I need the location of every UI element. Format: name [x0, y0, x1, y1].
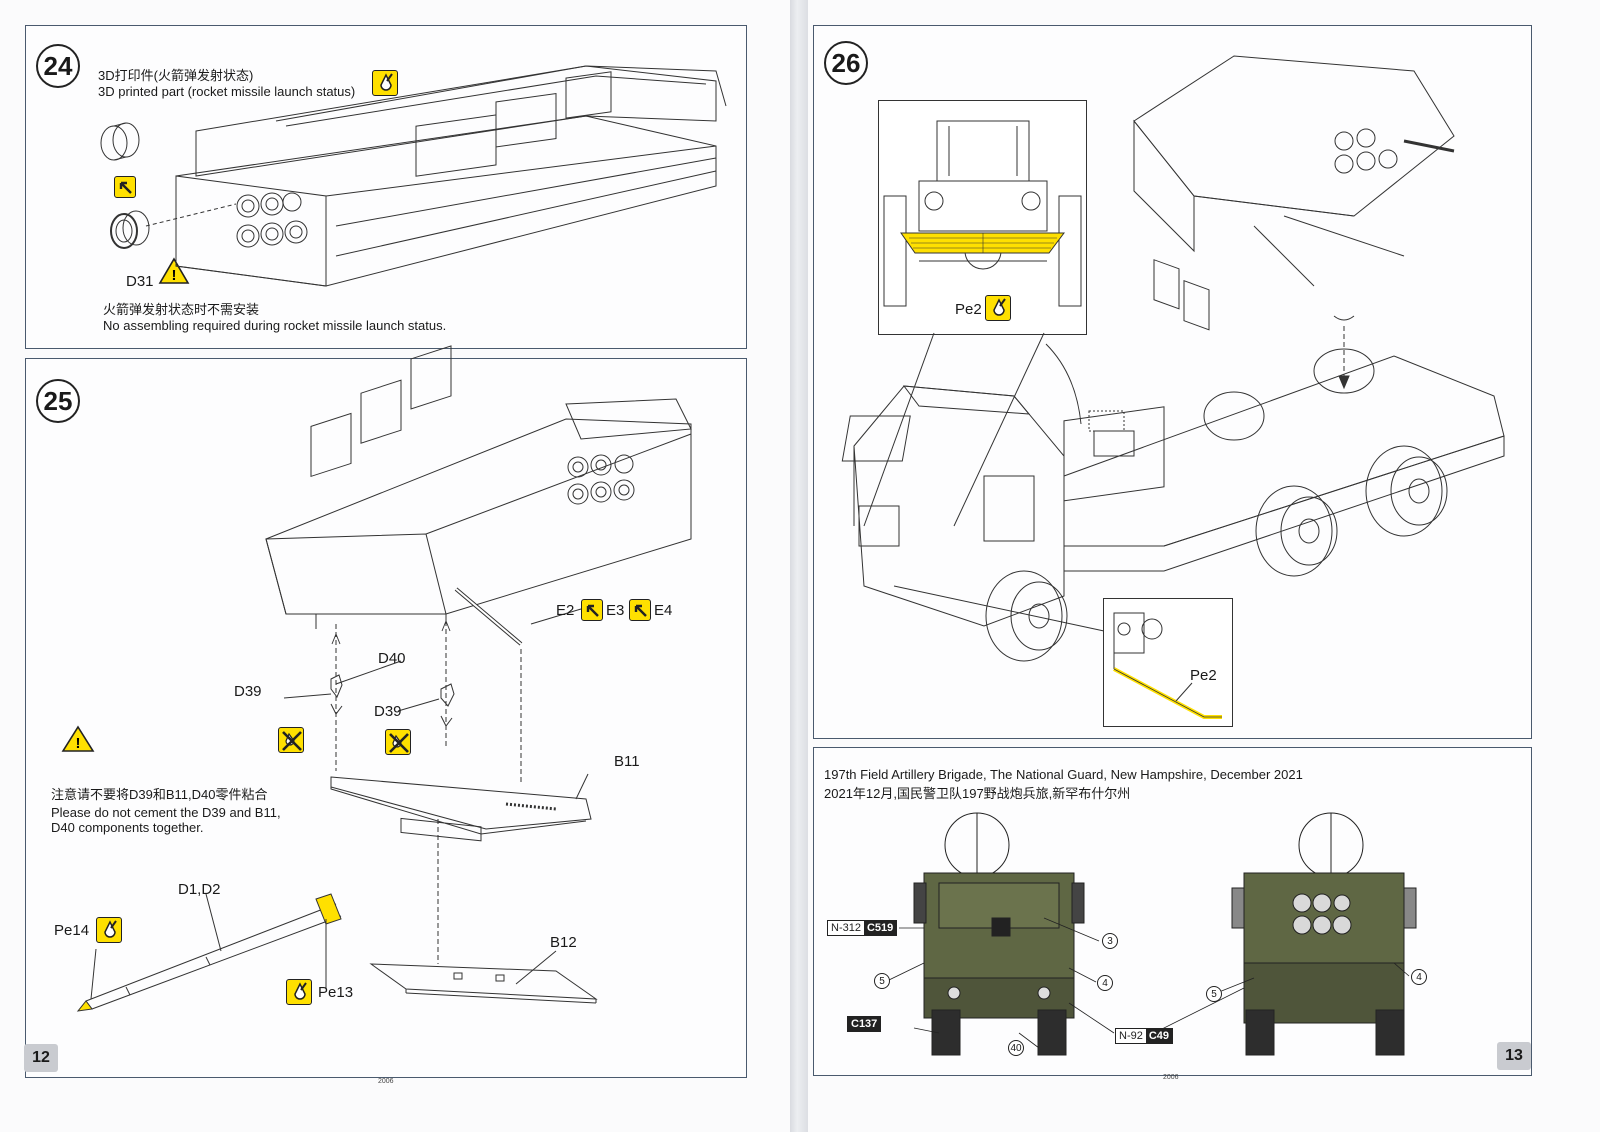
part-pe2: Pe2 — [1190, 667, 1217, 684]
pe2-detail-inset: Pe2 — [1103, 598, 1233, 727]
step-25-panel: 25 — [24, 345, 747, 1078]
decal-number-light: N-92 — [1116, 1029, 1146, 1043]
glue-icon — [985, 295, 1011, 321]
front-view — [913, 812, 1085, 1056]
no-cement-icon — [385, 729, 411, 755]
warning-note-cn: 注意请不要将D39和B11,D40零件粘合 — [51, 787, 268, 802]
callout-marker: 5 — [1206, 986, 1222, 1002]
callout-marker: 3 — [1102, 933, 1118, 949]
front-detail-inset: Pe2 — [878, 100, 1087, 335]
decal-number-light: N-312 — [828, 921, 864, 935]
warning-icon: ! — [61, 725, 95, 752]
warning-icon: ! — [158, 257, 190, 284]
glue-icon — [372, 70, 398, 96]
warning-note-en-1: Please do not cement the D39 and B11, — [51, 805, 281, 820]
decal-number-dark: C49 — [1145, 1029, 1173, 1043]
glue-icon — [96, 917, 122, 943]
note-en: No assembling required during rocket mis… — [103, 318, 447, 333]
marking-panel: 197th Field Artillery Brigade, The Natio… — [813, 747, 1532, 1076]
svg-text:!: ! — [172, 267, 177, 284]
part-b11: B11 — [614, 753, 640, 770]
decal-tag: N-312 C519 — [827, 920, 898, 936]
part-d31: D31 — [126, 273, 154, 290]
note-cn: 火箭弹发射状态时不需安装 — [103, 302, 260, 317]
step-number: 26 — [824, 41, 868, 85]
part-e3: E3 — [606, 602, 625, 619]
footer-code: 2006 — [1163, 1074, 1179, 1081]
decal-tag: C137 — [847, 1016, 882, 1032]
part-pe14: Pe14 — [54, 922, 90, 939]
part-d40: D40 — [378, 650, 406, 667]
part-e2: E2 — [556, 602, 575, 619]
decal-number-dark: C137 — [848, 1017, 881, 1031]
step-24-panel: 24 3D打印件(火箭弹发射状态) 3D printed part (rocke… — [25, 25, 747, 349]
arrow-tool-icon — [114, 176, 136, 198]
launcher-pod-drawing — [100, 65, 727, 287]
part-b12: B12 — [550, 934, 577, 951]
rear-view — [1231, 812, 1417, 1056]
truck-color-profiles — [888, 812, 1417, 1056]
launcher-assembly-drawing — [76, 345, 692, 1012]
part-label-cn: 3D打印件(火箭弹发射状态) — [98, 68, 254, 83]
callout-marker: 40 — [1008, 1040, 1024, 1056]
callout-marker: 5 — [874, 973, 890, 989]
callout-marker: 4 — [1411, 969, 1427, 985]
svg-text:!: ! — [76, 735, 81, 752]
glue-icon — [286, 979, 312, 1005]
marking-caption-en: 197th Field Artillery Brigade, The Natio… — [824, 767, 1303, 782]
step-number: 24 — [36, 44, 80, 88]
part-pe2: Pe2 — [955, 301, 982, 318]
step-number: 25 — [36, 379, 80, 423]
part-pe13: Pe13 — [318, 984, 354, 1001]
part-e4: E4 — [654, 602, 673, 619]
arrow-tool-icon — [581, 599, 603, 621]
page-number: 12 — [24, 1044, 58, 1072]
truck-assembly-drawing — [841, 55, 1505, 662]
callout-marker: 4 — [1097, 975, 1113, 991]
footer-code: 2006 — [378, 1078, 394, 1085]
part-d39: D39 — [374, 703, 402, 720]
arrow-tool-icon — [629, 599, 651, 621]
no-cement-icon — [278, 727, 304, 753]
marking-caption-cn: 2021年12月,国民警卫队197野战炮兵旅,新罕布什尔州 — [824, 786, 1131, 801]
page-gutter — [790, 0, 808, 1132]
part-label-en: 3D printed part (rocket missile launch s… — [98, 84, 356, 99]
decal-number-dark: C519 — [863, 921, 897, 935]
step-26-panel: 26 Pe2 — [813, 25, 1532, 739]
part-d39: D39 — [234, 683, 262, 700]
decal-tag: N-92 C49 — [1115, 1028, 1174, 1044]
part-d1-d2: D1,D2 — [178, 881, 221, 898]
page-number: 13 — [1497, 1042, 1531, 1070]
warning-note-en-2: D40 components together. — [51, 820, 204, 835]
